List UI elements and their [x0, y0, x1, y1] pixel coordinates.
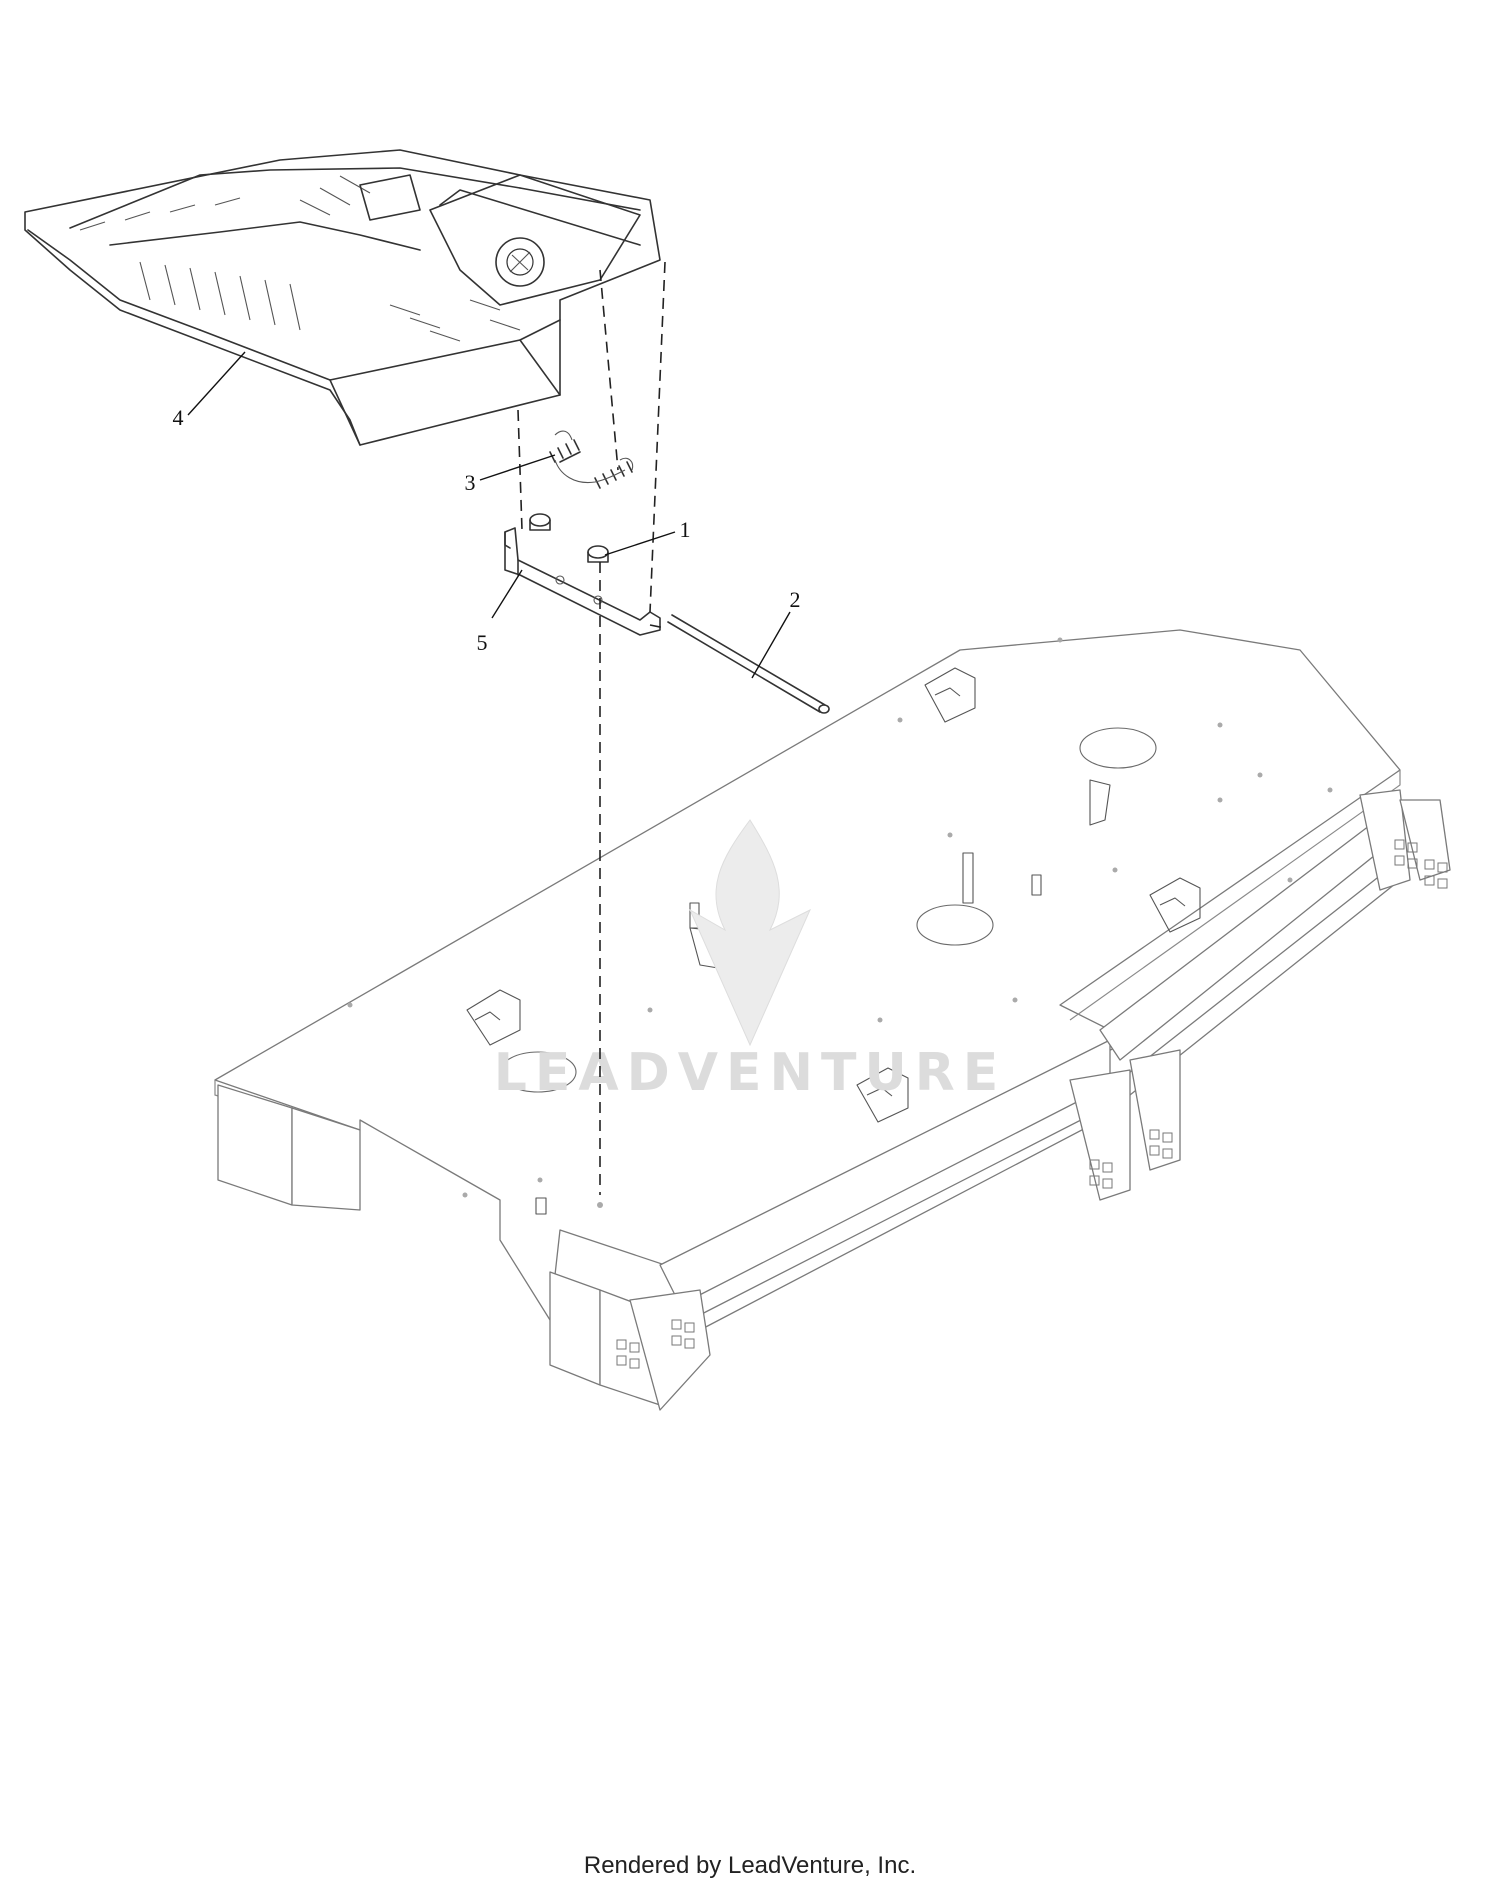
spring-assembly	[549, 430, 634, 489]
nut-hardware	[529, 513, 609, 563]
mount-bracket	[504, 527, 661, 636]
foot-rest-assembly	[24, 149, 661, 446]
callout-2: 2	[790, 587, 801, 612]
watermark-text: LEADVENTURE	[494, 1043, 1007, 1103]
assembly-lines	[517, 261, 666, 1195]
mower-deck	[214, 629, 1451, 1411]
callout-1: 1	[680, 517, 691, 542]
footer-attribution: Rendered by LeadVenture, Inc.	[583, 1852, 917, 1879]
gear-logo-icon	[495, 237, 545, 287]
callout-3: 3	[465, 470, 476, 495]
leadventure-watermark: LEADVENTURE	[494, 819, 1007, 1103]
flame-logo-icon	[688, 819, 812, 1047]
callout-4: 4	[173, 405, 184, 430]
pivot-rod	[667, 614, 830, 714]
callout-5: 5	[477, 630, 488, 655]
callout-leaders	[187, 351, 791, 679]
